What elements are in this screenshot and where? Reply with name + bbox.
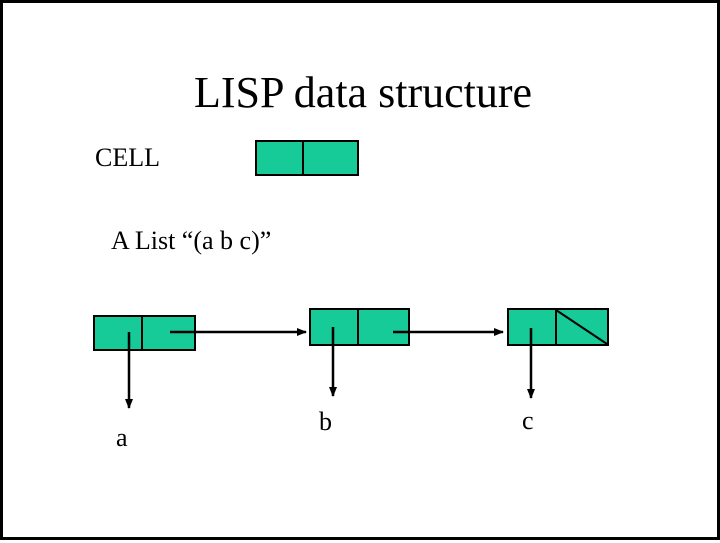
list-caption: A List “(a b c)” xyxy=(111,226,272,255)
demo-car-field xyxy=(257,142,304,174)
cell-3-cdr-field xyxy=(557,310,607,344)
cell-2-cdr-field xyxy=(359,310,408,344)
node-label-b: b xyxy=(319,407,332,436)
demo-cdr-field xyxy=(304,142,357,174)
cons-cell-demo xyxy=(255,140,359,176)
cons-cell-2 xyxy=(309,308,410,346)
cell-2-car-field xyxy=(311,310,359,344)
cell-1-cdr-field xyxy=(143,317,194,349)
cell-3-car-field xyxy=(509,310,557,344)
cons-cell-3 xyxy=(507,308,609,346)
slide-title: LISP data structure xyxy=(193,68,533,117)
node-label-a: a xyxy=(116,423,128,452)
cell-label: CELL xyxy=(95,143,160,172)
cons-cell-1 xyxy=(93,315,196,351)
node-label-c: c xyxy=(522,406,534,435)
cell-1-car-field xyxy=(95,317,143,349)
